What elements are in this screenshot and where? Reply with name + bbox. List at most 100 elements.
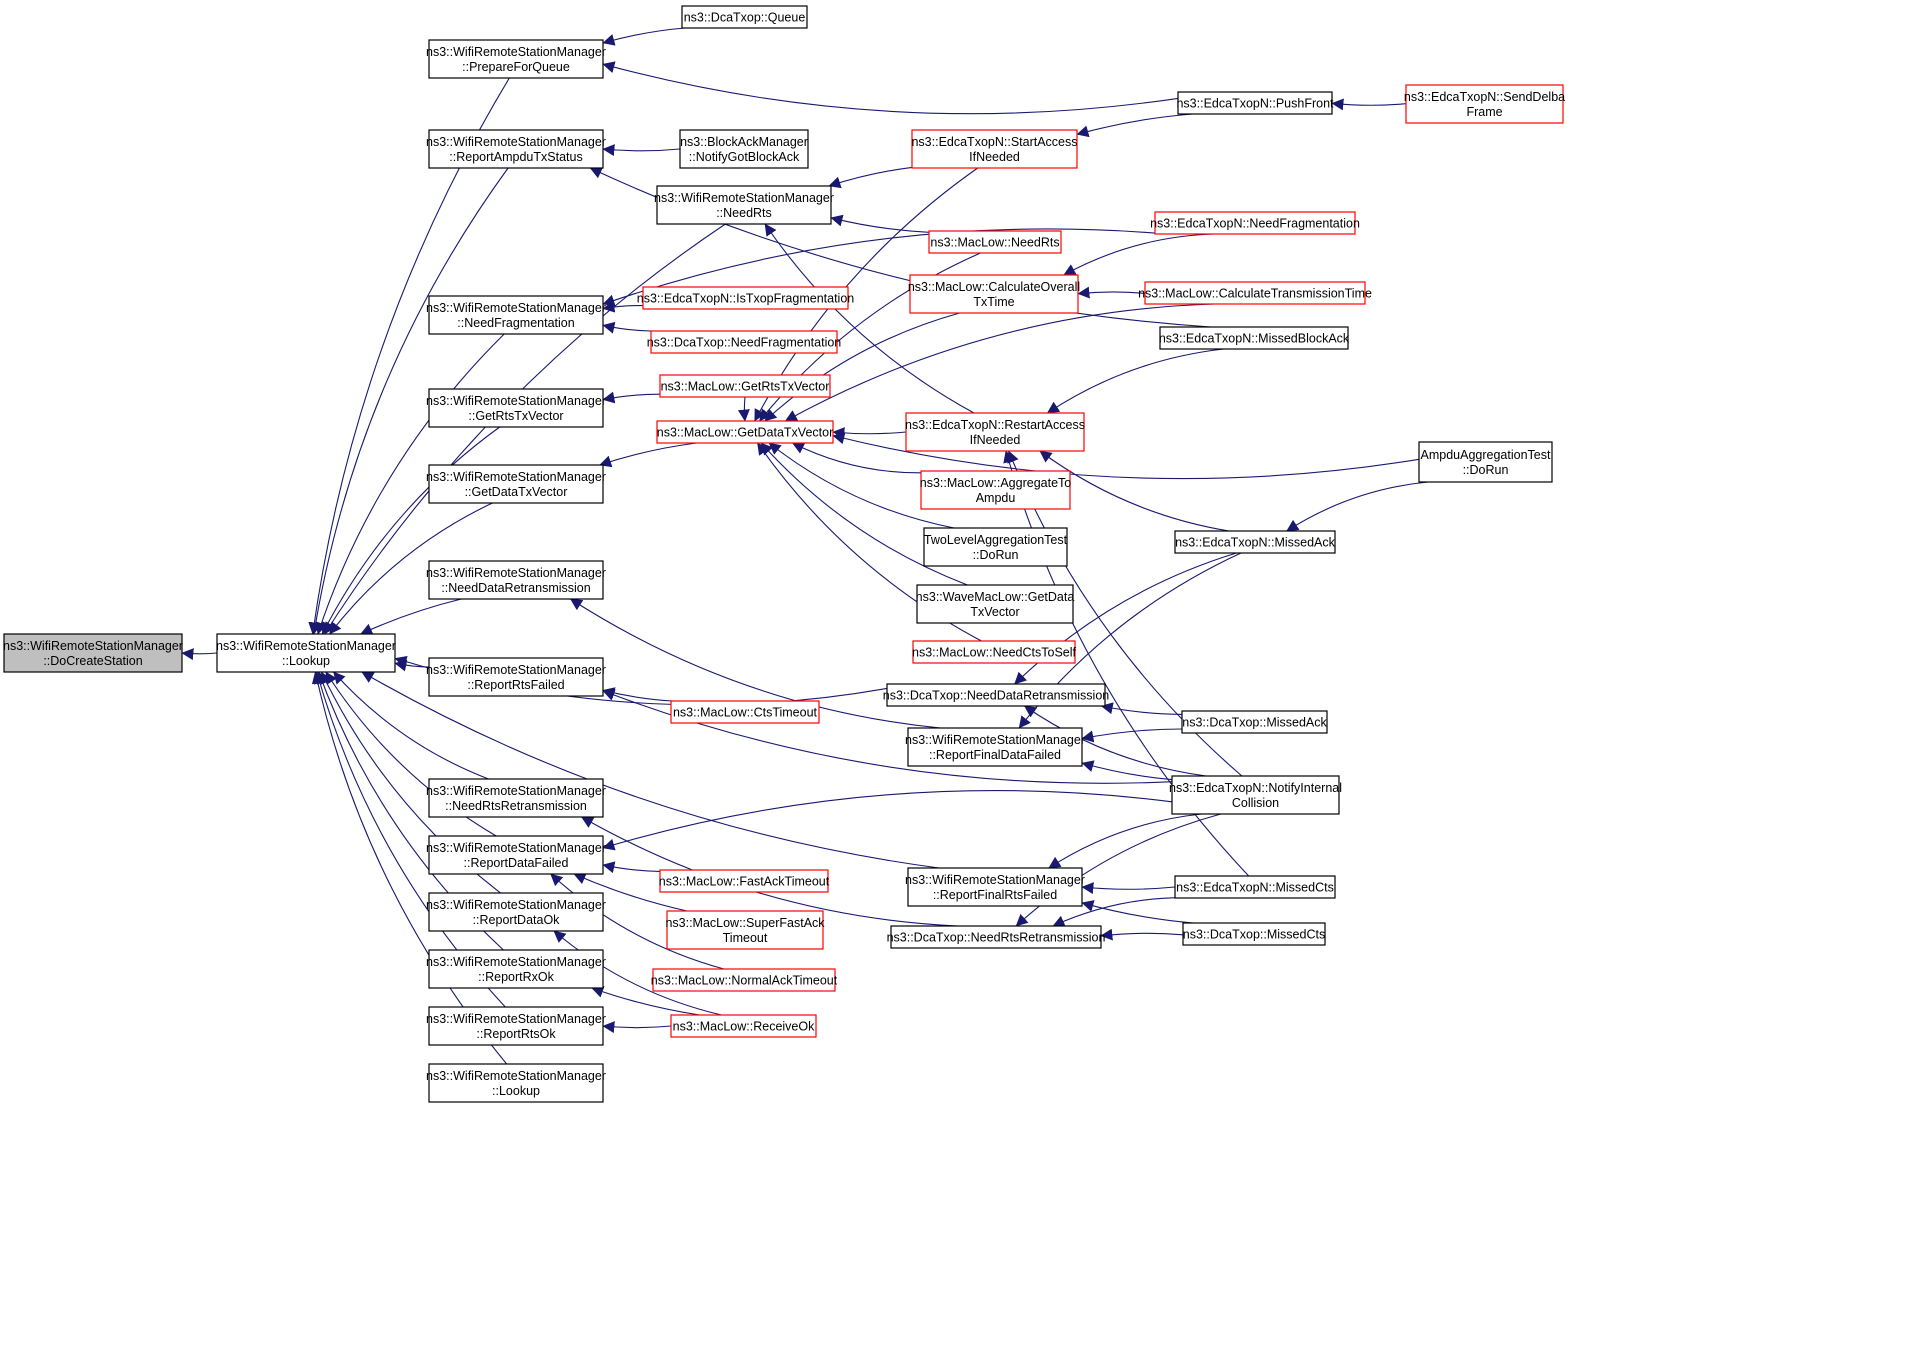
node-dcaqueue[interactable]: ns3::DcaTxop::Queue bbox=[681, 5, 808, 29]
node-pushfront[interactable]: ns3::EdcaTxopN::PushFront bbox=[1176, 91, 1334, 115]
node-needctstoself[interactable]: ns3::MacLow::NeedCtsToSelf bbox=[912, 640, 1077, 664]
node-lookup[interactable]: ns3::WifiRemoteStationManager::Lookup bbox=[216, 633, 396, 673]
node-box-edcaneedfrag[interactable] bbox=[1154, 211, 1356, 235]
node-prepfq[interactable]: ns3::WifiRemoteStationManager::PrepareFo… bbox=[426, 39, 606, 79]
node-box-needrtsretx[interactable] bbox=[428, 778, 604, 818]
node-normalack[interactable]: ns3::MacLow::NormalAckTimeout bbox=[651, 968, 838, 992]
node-istxopfrag[interactable]: ns3::EdcaTxopN::IsTxopFragmentation bbox=[637, 286, 855, 310]
node-getdatav[interactable]: ns3::WifiRemoteStationManager::GetDataTx… bbox=[426, 464, 606, 504]
node-box-twolevel[interactable] bbox=[923, 527, 1068, 567]
node-macgetdatav[interactable]: ns3::MacLow::GetDataTxVector bbox=[656, 420, 834, 444]
node-macneedrts[interactable]: ns3::MacLow::NeedRts bbox=[928, 230, 1062, 254]
node-ctstimeout[interactable]: ns3::MacLow::CtsTimeout bbox=[670, 700, 820, 724]
node-box-lookup[interactable] bbox=[216, 633, 396, 673]
node-dcaneedfrag[interactable]: ns3::DcaTxop::NeedFragmentation bbox=[647, 330, 842, 354]
node-macgetrtsv[interactable]: ns3::MacLow::GetRtsTxVector bbox=[659, 374, 831, 398]
node-box-reprtsok[interactable] bbox=[428, 1006, 604, 1046]
node-box-repdatafailed[interactable] bbox=[428, 835, 604, 875]
node-box-repdataok[interactable] bbox=[428, 892, 604, 932]
node-dcaneedrtsretx[interactable]: ns3::DcaTxop::NeedRtsRetransmission bbox=[887, 925, 1106, 949]
node-box-restartaccess[interactable] bbox=[905, 412, 1085, 452]
node-box-dcaqueue[interactable] bbox=[681, 5, 808, 29]
node-lookup2[interactable]: ns3::WifiRemoteStationManager::Lookup bbox=[426, 1063, 606, 1103]
node-box-macgetdatav[interactable] bbox=[656, 420, 834, 444]
node-box-repfinaldata[interactable] bbox=[907, 727, 1083, 767]
node-missedba[interactable]: ns3::EdcaTxopN::MissedBlockAck bbox=[1159, 326, 1350, 350]
node-twolevel[interactable]: TwoLevelAggregationTest::DoRun bbox=[923, 527, 1068, 567]
node-docreate[interactable]: ns3::WifiRemoteStationManager::DoCreateS… bbox=[3, 633, 183, 673]
node-edcamissedcts[interactable]: ns3::EdcaTxopN::MissedCts bbox=[1174, 875, 1336, 899]
node-box-dcaneeddataretx[interactable] bbox=[886, 683, 1106, 707]
node-ampduagg[interactable]: AmpduAggregationTest::DoRun bbox=[1418, 441, 1553, 483]
node-box-notifygotba[interactable] bbox=[679, 129, 809, 169]
node-box-aggregateto[interactable] bbox=[920, 470, 1071, 510]
node-box-docreate[interactable] bbox=[3, 633, 183, 673]
node-getrtsv[interactable]: ns3::WifiRemoteStationManager::GetRtsTxV… bbox=[426, 388, 606, 428]
node-box-ctstimeout[interactable] bbox=[670, 700, 820, 724]
node-notifygotba[interactable]: ns3::BlockAckManager::NotifyGotBlockAck bbox=[679, 129, 809, 169]
node-box-receiveok[interactable] bbox=[670, 1014, 817, 1038]
node-dcamissedcts[interactable]: ns3::DcaTxop::MissedCts bbox=[1182, 922, 1326, 946]
node-box-repampdu[interactable] bbox=[428, 129, 604, 169]
node-box-getdatav[interactable] bbox=[428, 464, 604, 504]
node-box-needdataretx[interactable] bbox=[428, 560, 604, 600]
node-calctrans[interactable]: ns3::MacLow::CalculateTransmissionTime bbox=[1138, 281, 1372, 305]
node-dcaneeddataretx[interactable]: ns3::DcaTxop::NeedDataRetransmission bbox=[883, 683, 1110, 707]
node-box-calcoverall[interactable] bbox=[909, 274, 1079, 314]
node-box-startaccess[interactable] bbox=[911, 129, 1078, 169]
node-box-superfast[interactable] bbox=[666, 910, 824, 950]
node-box-missedba[interactable] bbox=[1159, 326, 1349, 350]
node-box-wavemac[interactable] bbox=[916, 584, 1074, 624]
node-reprtsok[interactable]: ns3::WifiRemoteStationManager::ReportRts… bbox=[426, 1006, 606, 1046]
node-box-reprxok[interactable] bbox=[428, 949, 604, 989]
node-box-lookup2[interactable] bbox=[428, 1063, 604, 1103]
node-box-calctrans[interactable] bbox=[1144, 281, 1366, 305]
node-box-prepfq[interactable] bbox=[428, 39, 604, 79]
node-box-edcamissedack[interactable] bbox=[1174, 530, 1336, 554]
node-box-getrtsv[interactable] bbox=[428, 388, 604, 428]
node-box-edcamissedcts[interactable] bbox=[1174, 875, 1336, 899]
node-box-senddelba[interactable] bbox=[1405, 84, 1564, 124]
node-edcaneedfrag[interactable]: ns3::EdcaTxopN::NeedFragmentation bbox=[1150, 211, 1360, 235]
node-reprtsfailed[interactable]: ns3::WifiRemoteStationManager::ReportRts… bbox=[426, 657, 606, 697]
node-box-dcaneedrtsretx[interactable] bbox=[890, 925, 1102, 949]
node-repfinaldata[interactable]: ns3::WifiRemoteStationManager::ReportFin… bbox=[905, 727, 1085, 767]
node-box-ampduagg[interactable] bbox=[1418, 441, 1553, 483]
node-box-macneedrts[interactable] bbox=[928, 230, 1062, 254]
node-edcamissedack[interactable]: ns3::EdcaTxopN::MissedAck bbox=[1174, 530, 1336, 554]
node-box-dcamissedack[interactable] bbox=[1181, 710, 1328, 734]
node-receiveok[interactable]: ns3::MacLow::ReceiveOk bbox=[670, 1014, 817, 1038]
node-box-needfrag[interactable] bbox=[428, 295, 604, 335]
node-box-fastack[interactable] bbox=[659, 869, 829, 893]
node-box-normalack[interactable] bbox=[652, 968, 836, 992]
node-repdataok[interactable]: ns3::WifiRemoteStationManager::ReportDat… bbox=[426, 892, 606, 932]
node-needdataretx[interactable]: ns3::WifiRemoteStationManager::NeedDataR… bbox=[426, 560, 606, 600]
node-box-pushfront[interactable] bbox=[1177, 91, 1333, 115]
node-repfinalrts[interactable]: ns3::WifiRemoteStationManager::ReportFin… bbox=[905, 867, 1085, 907]
node-needrtsretx[interactable]: ns3::WifiRemoteStationManager::NeedRtsRe… bbox=[426, 778, 606, 818]
node-box-dcamissedcts[interactable] bbox=[1182, 922, 1326, 946]
node-reprxok[interactable]: ns3::WifiRemoteStationManager::ReportRxO… bbox=[426, 949, 606, 989]
node-box-needctstoself[interactable] bbox=[912, 640, 1076, 664]
node-box-istxopfrag[interactable] bbox=[642, 286, 849, 310]
node-wavemac[interactable]: ns3::WaveMacLow::GetDataTxVector bbox=[916, 584, 1075, 624]
node-box-dcaneedfrag[interactable] bbox=[650, 330, 838, 354]
node-fastack[interactable]: ns3::MacLow::FastAckTimeout bbox=[659, 869, 830, 893]
node-box-notifyinternal[interactable] bbox=[1171, 775, 1340, 815]
node-needfrag[interactable]: ns3::WifiRemoteStationManager::NeedFragm… bbox=[426, 295, 606, 335]
node-box-needrts[interactable] bbox=[656, 185, 832, 225]
node-box-repfinalrts[interactable] bbox=[907, 867, 1083, 907]
node-dcamissedack[interactable]: ns3::DcaTxop::MissedAck bbox=[1181, 710, 1328, 734]
node-repdatafailed[interactable]: ns3::WifiRemoteStationManager::ReportDat… bbox=[426, 835, 606, 875]
node-box-macgetrtsv[interactable] bbox=[659, 374, 831, 398]
node-repampdu[interactable]: ns3::WifiRemoteStationManager::ReportAmp… bbox=[426, 129, 606, 169]
node-needrts[interactable]: ns3::WifiRemoteStationManager::NeedRts bbox=[654, 185, 834, 225]
node-box-reprtsfailed[interactable] bbox=[428, 657, 604, 697]
